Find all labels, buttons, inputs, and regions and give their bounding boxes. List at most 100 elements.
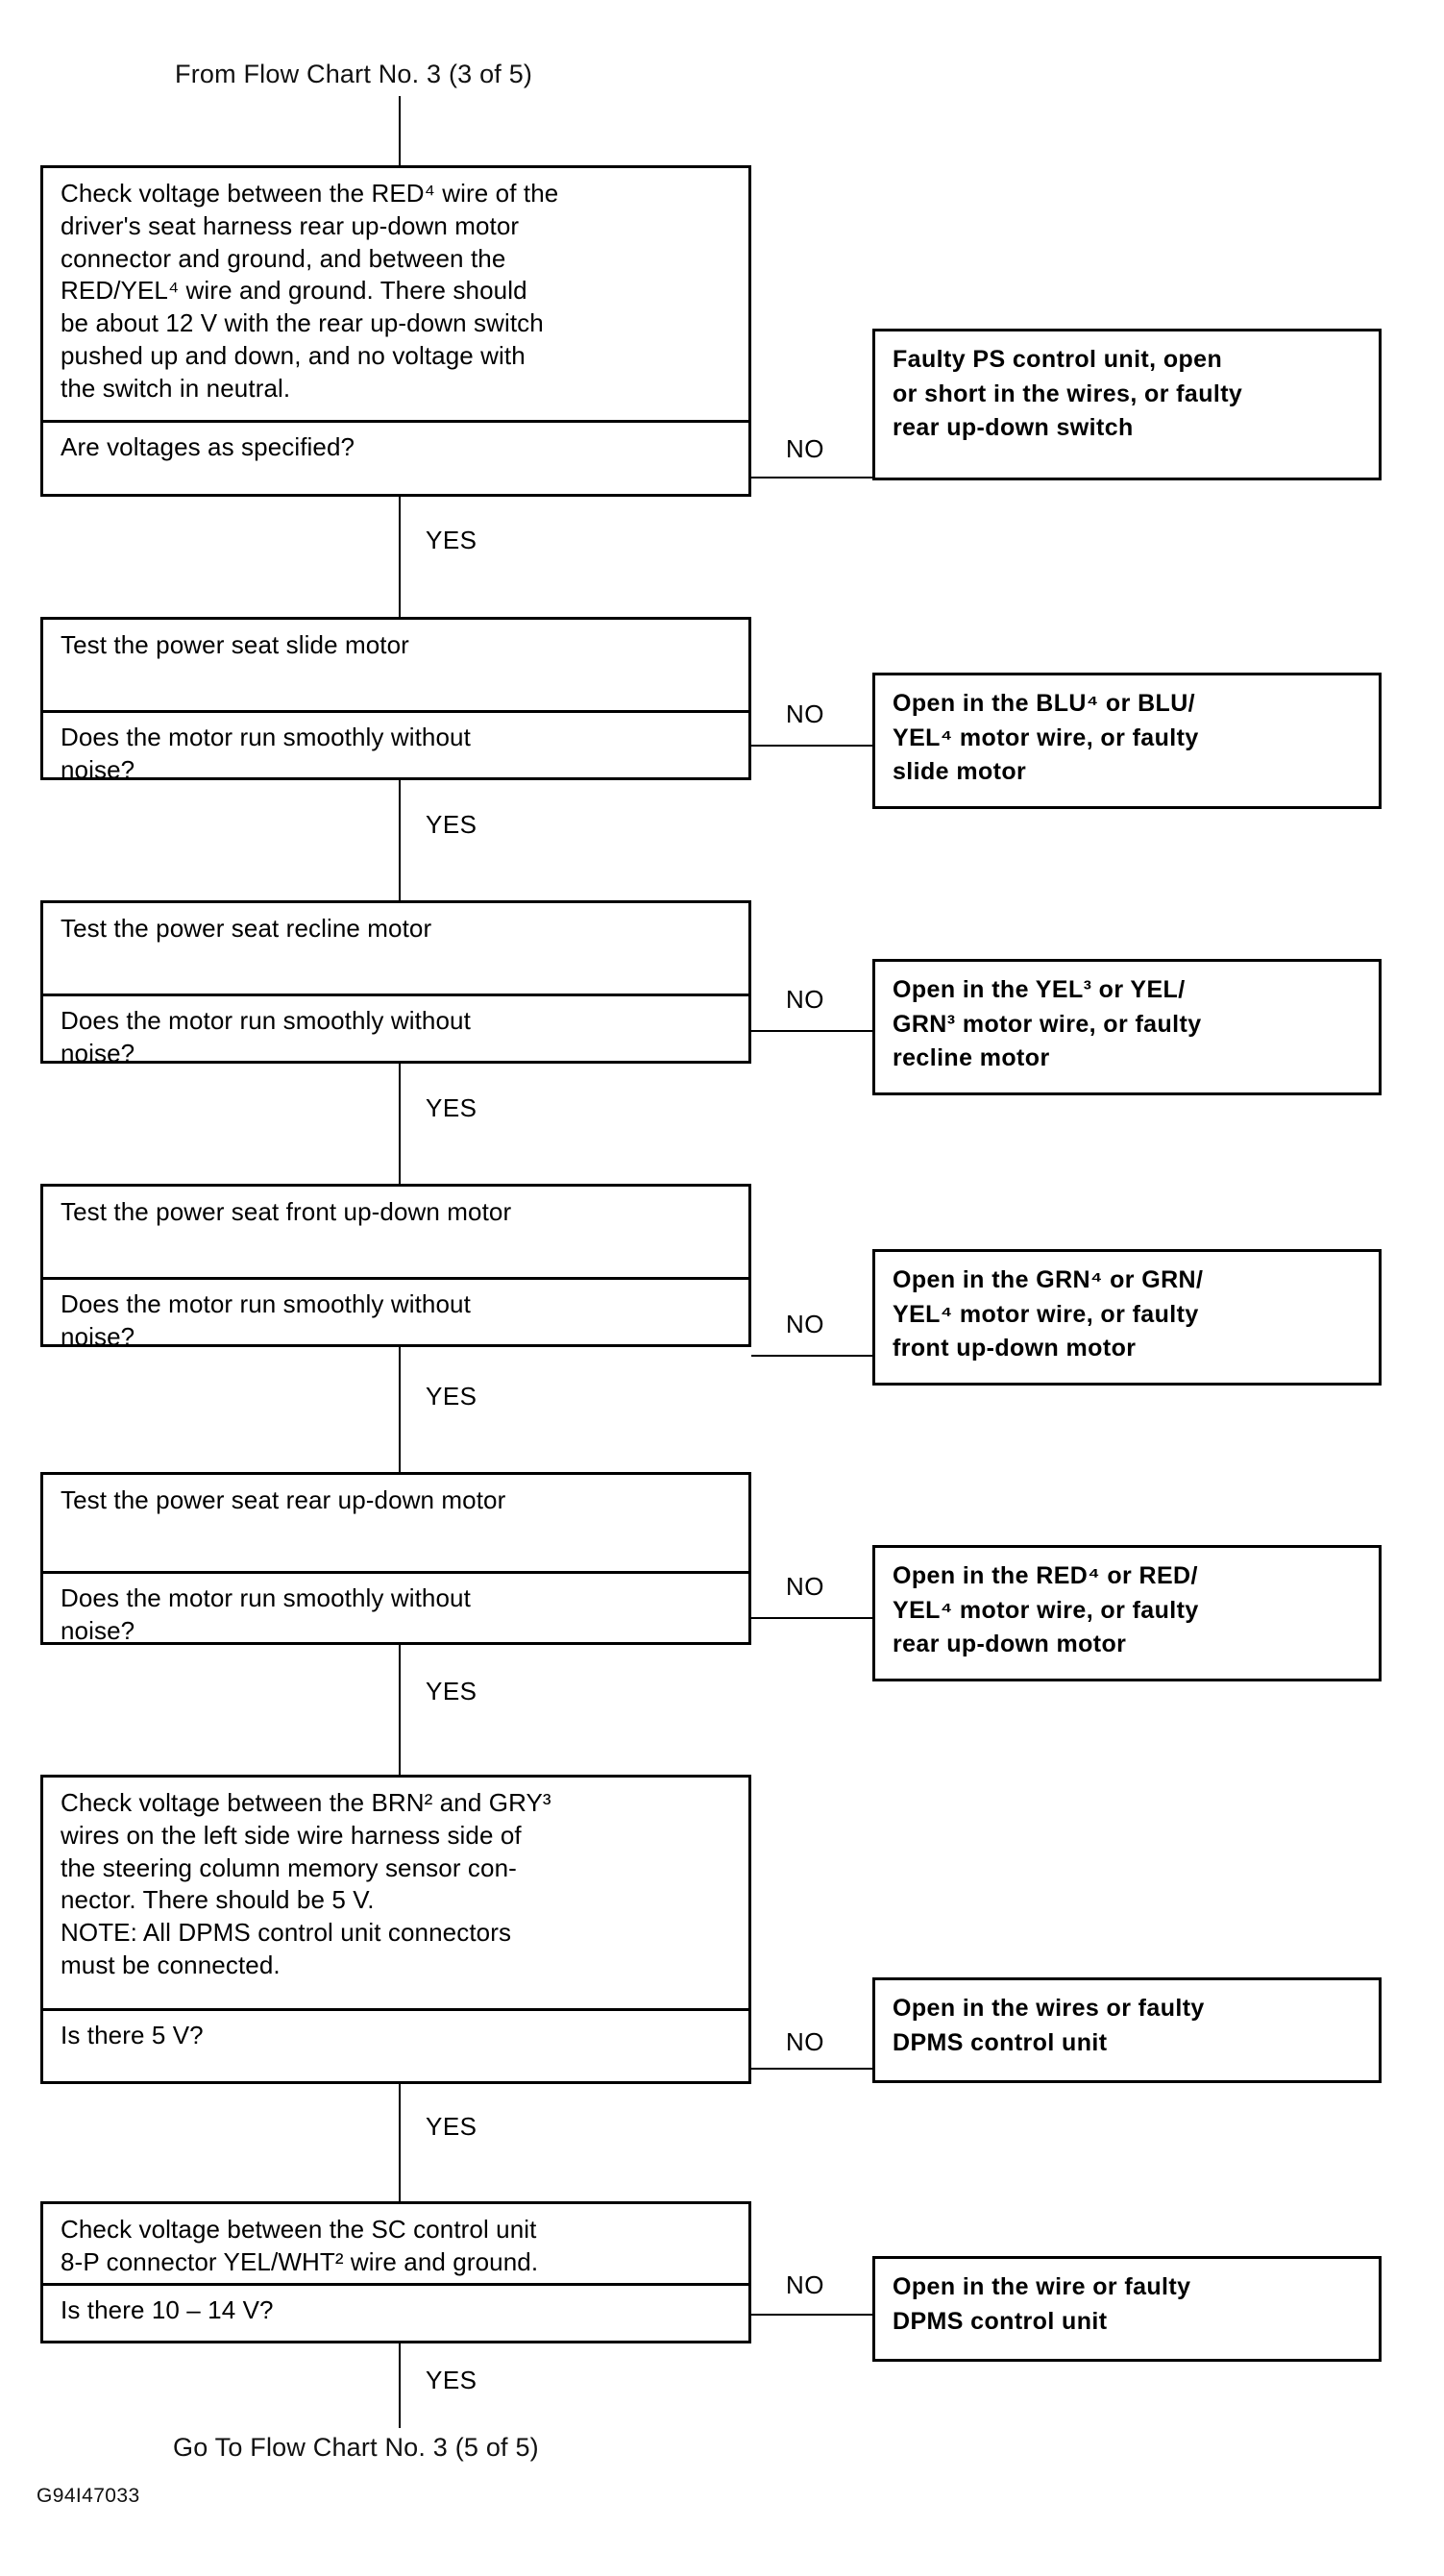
step-6-statement: Check voltage between the BRN² and GRY³ …	[43, 1778, 748, 2008]
step-6-outcome-line-1: Open in the wires or faulty	[893, 1995, 1205, 2022]
step-1-no-line	[751, 477, 872, 478]
step-1-outcome-line-1: Faulty PS control unit, open	[893, 346, 1223, 373]
step-2-no-line	[751, 745, 872, 747]
step-2-no-label: NO	[786, 699, 824, 728]
step-6-line-6: must be connected.	[61, 1950, 281, 1979]
step-5-yes-label: YES	[426, 1677, 477, 1705]
step-3-statement: Test the power seat recline motor	[61, 914, 432, 943]
step-5-outcome-line-1: Open in the RED⁴ or RED/	[893, 1562, 1198, 1589]
step-6-line-4: nector. There should be 5 V.	[61, 1885, 375, 1915]
step-4-no-label: NO	[786, 1310, 824, 1338]
step-3-no-label: NO	[786, 985, 824, 1014]
step-6-box: Check voltage between the BRN² and GRY³ …	[40, 1775, 751, 2084]
step-3-question: Does the motor run smoothly without nois…	[43, 994, 748, 1078]
step-2-question: Does the motor run smoothly without nois…	[43, 710, 748, 795]
step-6-line-1: Check voltage between the BRN² and GRY³	[61, 1788, 551, 1817]
step-4-outcome-line-2: YEL⁴ motor wire, or faulty	[893, 1300, 1199, 1328]
step-1-yes-label: YES	[426, 526, 477, 554]
step-5-no-outcome: Open in the RED⁴ or RED/ YEL⁴ motor wire…	[872, 1545, 1382, 1681]
step-3-question-line-1: Does the motor run smoothly without	[61, 1006, 471, 1035]
step-1-line-1: Check voltage between the RED⁴ wire of t…	[61, 179, 559, 208]
step-5-statement: Test the power seat rear up-down motor	[61, 1485, 506, 1514]
step-7-no-label: NO	[786, 2270, 824, 2299]
step-1-outcome-line-2: or short in the wires, or faulty	[893, 380, 1243, 407]
step-3-outcome-line-1: Open in the YEL³ or YEL/	[893, 976, 1186, 1003]
step-4-no-outcome: Open in the GRN⁴ or GRN/ YEL⁴ motor wire…	[872, 1249, 1382, 1386]
step-7-question: Is there 10 – 14 V?	[43, 2283, 748, 2335]
step-6-outcome-line-2: DPMS control unit	[893, 2028, 1108, 2056]
step-1-statement: Check voltage between the RED⁴ wire of t…	[43, 168, 748, 420]
step-3-no-line	[751, 1030, 872, 1032]
part-number: G94I47033	[37, 2485, 140, 2507]
step-2-question-line-1: Does the motor run smoothly without	[61, 723, 471, 751]
step-6-no-outcome: Open in the wires or faulty DPMS control…	[872, 1977, 1382, 2083]
step-5-no-line	[751, 1617, 872, 1619]
step-2-yes-line	[399, 780, 401, 900]
step-3-yes-label: YES	[426, 1093, 477, 1122]
connector-top-to-step1	[399, 96, 401, 165]
step-1-box: Check voltage between the RED⁴ wire of t…	[40, 165, 751, 497]
step-1-line-5: be about 12 V with the rear up-down swit…	[61, 308, 544, 338]
step-3-outcome-line-2: GRN³ motor wire, or faulty	[893, 1010, 1202, 1038]
step-4-yes-label: YES	[426, 1382, 477, 1411]
step-5-question-line-2: noise?	[61, 1615, 135, 1645]
step-7-statement: Check voltage between the SC control uni…	[43, 2204, 748, 2283]
step-6-yes-label: YES	[426, 2112, 477, 2141]
step-3-box: Test the power seat recline motor Does t…	[40, 900, 751, 1067]
step-1-outcome-line-3: rear up-down switch	[893, 414, 1134, 441]
step-5-box: Test the power seat rear up-down motor D…	[40, 1472, 751, 1645]
step-6-question: Is there 5 V?	[43, 2008, 748, 2060]
step-5-no-label: NO	[786, 1572, 824, 1601]
step-4-question-line-1: Does the motor run smoothly without	[61, 1289, 471, 1318]
step-2-no-outcome: Open in the BLU⁴ or BLU/ YEL⁴ motor wire…	[872, 673, 1382, 809]
step-6-line-5: NOTE: All DPMS control unit connectors	[61, 1918, 512, 1948]
step-5-outcome-line-3: rear up-down motor	[893, 1631, 1127, 1657]
step-1-yes-line	[399, 497, 401, 617]
step-4-outcome-line-3: front up-down motor	[893, 1335, 1137, 1362]
step-2-outcome-line-3: slide motor	[893, 758, 1027, 785]
step-5-outcome-line-2: YEL⁴ motor wire, or faulty	[893, 1596, 1199, 1624]
step-7-outcome-line-1: Open in the wire or faulty	[893, 2273, 1191, 2300]
step-7-box: Check voltage between the SC control uni…	[40, 2201, 751, 2343]
step-2-outcome-line-1: Open in the BLU⁴ or BLU/	[893, 690, 1196, 717]
step-4-statement: Test the power seat front up-down motor	[61, 1197, 512, 1226]
step-3-yes-line	[399, 1064, 401, 1184]
step-1-question: Are voltages as specified?	[43, 420, 748, 472]
step-4-box: Test the power seat front up-down motor …	[40, 1184, 751, 1351]
step-7-no-outcome: Open in the wire or faulty DPMS control …	[872, 2256, 1382, 2362]
step-1-no-outcome: Faulty PS control unit, open or short in…	[872, 329, 1382, 480]
step-4-question-line-2: noise?	[61, 1321, 135, 1351]
step-3-question-line-2: noise?	[61, 1038, 135, 1067]
step-1-no-label: NO	[786, 434, 824, 463]
top-caption: From Flow Chart No. 3 (3 of 5)	[175, 60, 533, 88]
step-2-box: Test the power seat slide motor Does the…	[40, 617, 751, 784]
step-4-question: Does the motor run smoothly without nois…	[43, 1277, 748, 1362]
step-7-no-line	[751, 2314, 872, 2316]
step-5-yes-line	[399, 1645, 401, 1775]
bottom-caption: Go To Flow Chart No. 3 (5 of 5)	[173, 2433, 539, 2462]
step-1-line-7: the switch in neutral.	[61, 373, 291, 403]
step-1-line-3: connector and ground, and between the	[61, 243, 506, 273]
step-7-yes-label: YES	[426, 2366, 477, 2394]
step-5-question-line-1: Does the motor run smoothly without	[61, 1583, 471, 1612]
step-6-no-label: NO	[786, 2027, 824, 2056]
step-6-yes-line	[399, 2084, 401, 2201]
step-4-outcome-line-1: Open in the GRN⁴ or GRN/	[893, 1266, 1204, 1293]
step-3-no-outcome: Open in the YEL³ or YEL/ GRN³ motor wire…	[872, 959, 1382, 1095]
step-6-no-line	[751, 2068, 872, 2070]
step-4-no-line	[751, 1355, 872, 1357]
step-7-outcome-line-2: DPMS control unit	[893, 2307, 1108, 2335]
step-7-line-1: Check voltage between the SC control uni…	[61, 2215, 537, 2244]
step-5-question: Does the motor run smoothly without nois…	[43, 1571, 748, 1656]
step-2-outcome-line-2: YEL⁴ motor wire, or faulty	[893, 724, 1199, 751]
step-2-statement: Test the power seat slide motor	[61, 630, 409, 659]
step-1-line-4: RED/YEL⁴ wire and ground. There should	[61, 276, 527, 306]
step-2-question-line-2: noise?	[61, 754, 135, 784]
step-6-line-2: wires on the left side wire harness side…	[61, 1820, 522, 1850]
step-6-line-3: the steering column memory sensor con-	[61, 1852, 517, 1882]
step-7-yes-line	[399, 2343, 401, 2428]
step-7-line-2: 8-P connector YEL/WHT² wire and ground.	[61, 2246, 539, 2276]
step-4-yes-line	[399, 1347, 401, 1472]
step-1-line-2: driver's seat harness rear up-down motor	[61, 210, 520, 240]
step-3-outcome-line-3: recline motor	[893, 1044, 1050, 1071]
